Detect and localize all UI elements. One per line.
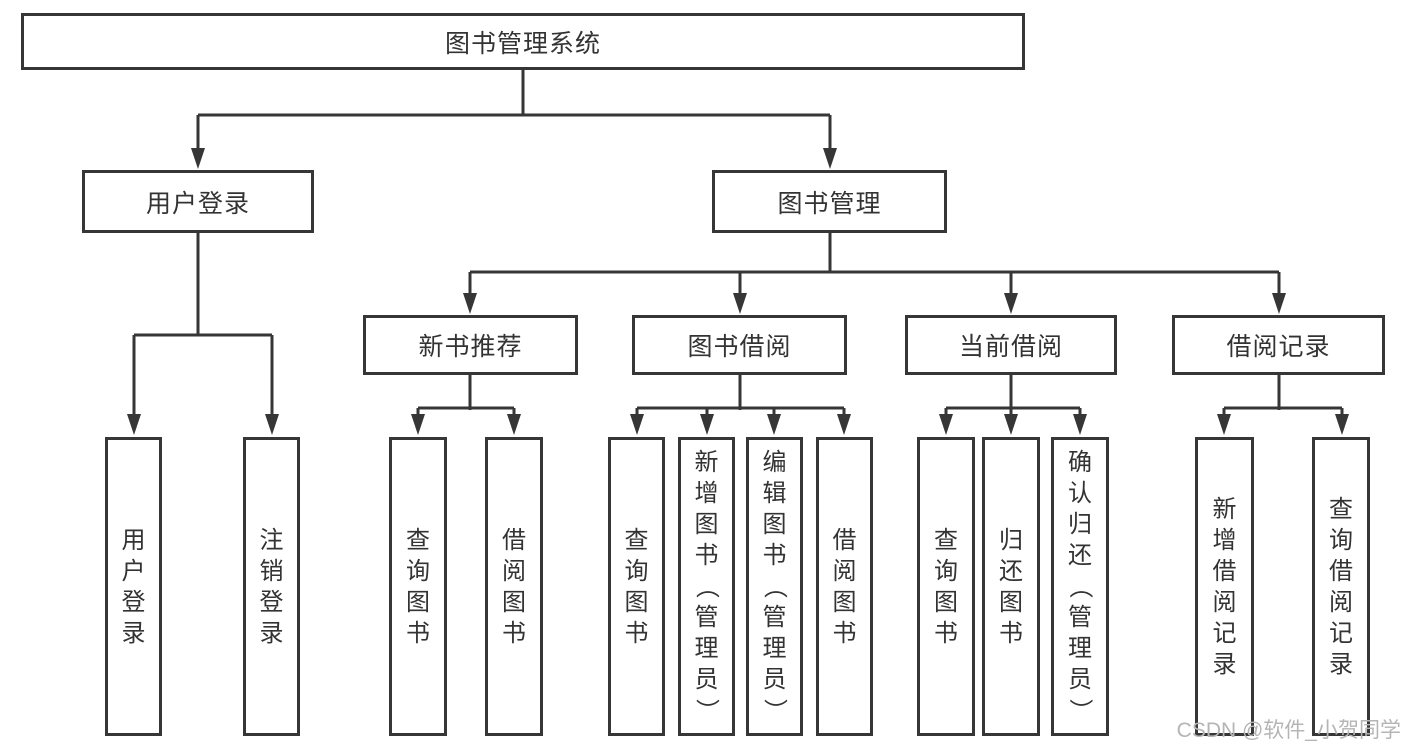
node-borrow-records: 借阅记录	[1172, 315, 1385, 375]
leaf-current-query-books: 查询图书	[917, 437, 975, 736]
leaf-recommend-query-books-label: 查询图书	[406, 526, 430, 647]
leaf-borrow-query-books: 查询图书	[608, 437, 665, 736]
leaf-borrow-edit-books-admin: 编辑图书（管理员）	[746, 437, 803, 736]
arrowheads	[127, 148, 1349, 435]
node-current-borrow-label: 当前借阅	[958, 333, 1063, 361]
node-book-management-label: 图书管理	[777, 189, 882, 218]
node-root: 图书管理系统	[21, 13, 1025, 70]
node-current-borrow: 当前借阅	[905, 315, 1117, 375]
leaf-borrow-borrow-books: 借阅图书	[816, 437, 873, 736]
leaf-borrow-edit-books-admin-label: 编辑图书（管理员）	[761, 449, 788, 723]
leaf-borrow-add-books-admin-label: 新增图书（管理员）	[693, 449, 720, 723]
leaf-records-add-record: 新增借阅记录	[1195, 437, 1254, 736]
node-book-borrow: 图书借阅	[632, 315, 847, 375]
leaf-recommend-query-books: 查询图书	[389, 437, 447, 736]
leaf-user-login: 用户登录	[105, 437, 162, 736]
node-new-book-recommend-label: 新书推荐	[418, 333, 523, 361]
leaf-user-login-label: 用户登录	[121, 526, 146, 647]
leaf-current-return-books-label: 归还图书	[999, 526, 1023, 647]
node-book-borrow-label: 图书借阅	[687, 333, 792, 361]
leaf-logout-label: 注销登录	[259, 526, 284, 647]
leaf-recommend-borrow-books: 借阅图书	[485, 437, 543, 736]
leaf-borrow-query-books-label: 查询图书	[624, 526, 649, 647]
leaf-current-confirm-return-admin-label: 确认归还（管理员）	[1066, 449, 1094, 723]
leaf-recommend-borrow-books-label: 借阅图书	[502, 526, 526, 647]
leaf-current-return-books: 归还图书	[982, 437, 1040, 736]
leaf-records-query-record: 查询借阅记录	[1312, 437, 1370, 736]
node-root-label: 图书管理系统	[444, 29, 601, 58]
csdn-watermark: CSDN @软件_小贺同学	[1176, 719, 1401, 742]
node-new-book-recommend: 新书推荐	[363, 315, 578, 375]
node-user-login: 用户登录	[82, 170, 314, 233]
leaf-borrow-add-books-admin: 新增图书（管理员）	[678, 437, 735, 736]
node-book-management: 图书管理	[712, 170, 947, 233]
node-user-login-label: 用户登录	[145, 189, 250, 218]
node-borrow-records-label: 借阅记录	[1226, 333, 1331, 361]
leaf-records-add-record-label: 新增借阅记录	[1212, 495, 1237, 678]
leaf-logout: 注销登录	[243, 437, 300, 736]
leaf-current-query-books-label: 查询图书	[934, 526, 958, 647]
leaf-current-confirm-return-admin: 确认归还（管理员）	[1051, 437, 1109, 736]
leaf-records-query-record-label: 查询借阅记录	[1329, 495, 1353, 678]
leaf-borrow-borrow-books-label: 借阅图书	[832, 526, 857, 647]
